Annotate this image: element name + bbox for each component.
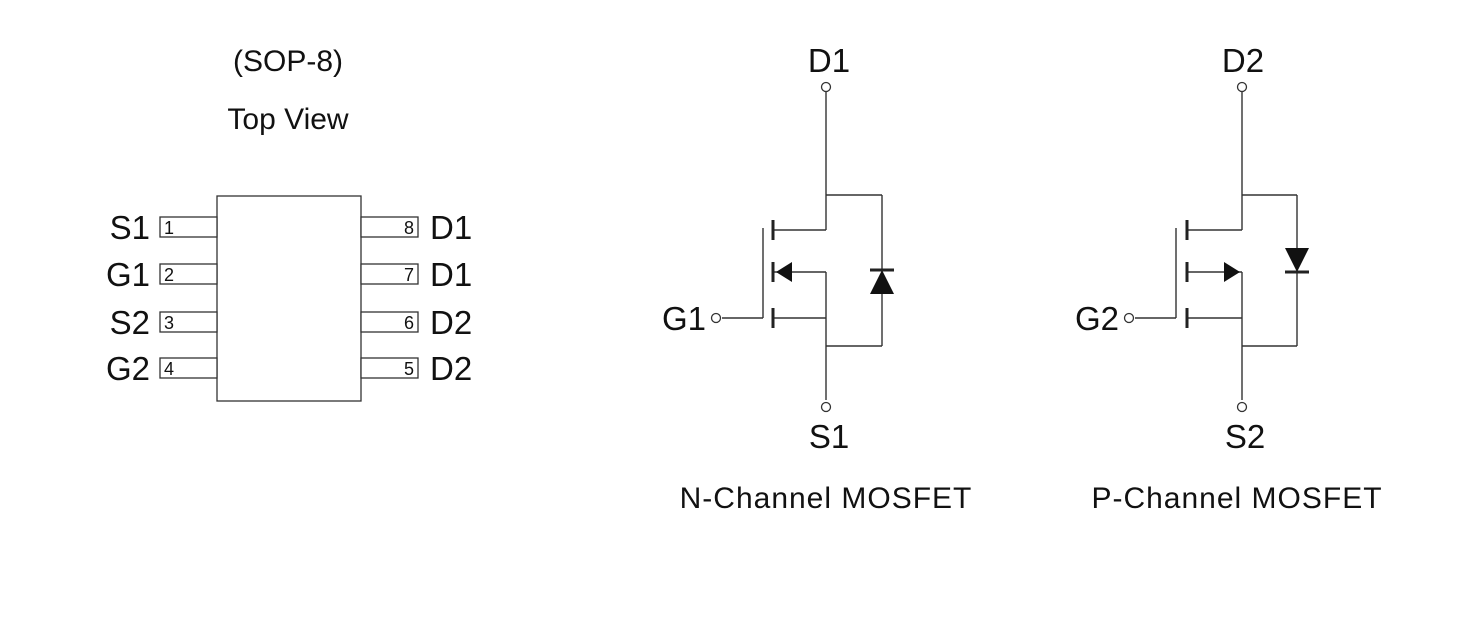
pin-3: 3 S2 xyxy=(110,304,218,341)
n-channel-mosfet: D1 G1 S1 N-Channel MOSFET xyxy=(662,42,973,515)
package-view-label: Top View xyxy=(227,103,349,136)
pin-number: 5 xyxy=(404,359,414,379)
source-terminal xyxy=(820,401,832,413)
drain-terminal xyxy=(820,81,832,93)
pin-label: S1 xyxy=(110,209,150,246)
pin-number: 6 xyxy=(404,313,414,333)
pin-number: 7 xyxy=(404,265,414,285)
pin-2: 2 G1 xyxy=(106,256,218,293)
source-terminal xyxy=(1236,401,1248,413)
pin-number: 3 xyxy=(164,313,174,333)
pin-label: D1 xyxy=(430,209,472,246)
pin-8: 8 D1 xyxy=(360,209,472,246)
sop8-package: (SOP-8) Top View 1 S1 2 G1 3 S2 4 G2 8 xyxy=(106,45,472,402)
pin-label: G1 xyxy=(106,256,150,293)
pin-label: D1 xyxy=(430,256,472,293)
pin-label: D2 xyxy=(430,304,472,341)
pin-label: D2 xyxy=(430,350,472,387)
pin-number: 1 xyxy=(164,218,174,238)
gate-label: G1 xyxy=(662,300,706,337)
pin-number: 2 xyxy=(164,265,174,285)
pin-label: G2 xyxy=(106,350,150,387)
gate-terminal xyxy=(1123,312,1135,324)
p-channel-mosfet: D2 G2 S2 P-Channel MOSFET xyxy=(1075,42,1382,515)
gate-label: G2 xyxy=(1075,300,1119,337)
pin-4: 4 G2 xyxy=(106,350,218,387)
drain-label: D1 xyxy=(808,42,850,79)
pin-5: 5 D2 xyxy=(360,350,472,387)
pin-label: S2 xyxy=(110,304,150,341)
body-diode xyxy=(1285,248,1309,272)
drain-terminal xyxy=(1236,81,1248,93)
gate-terminal xyxy=(710,312,722,324)
pin-number: 8 xyxy=(404,218,414,238)
source-label: S2 xyxy=(1225,418,1265,455)
mosfet-caption: N-Channel MOSFET xyxy=(680,482,973,515)
package-body xyxy=(216,195,362,402)
drain-label: D2 xyxy=(1222,42,1264,79)
body-arrow xyxy=(1224,262,1240,282)
pin-1: 1 S1 xyxy=(110,209,218,246)
package-name: (SOP-8) xyxy=(233,45,343,78)
pin-6: 6 D2 xyxy=(360,304,472,341)
source-label: S1 xyxy=(809,418,849,455)
pin-7: 7 D1 xyxy=(360,256,472,293)
body-arrow xyxy=(776,262,792,282)
body-diode xyxy=(870,270,894,294)
pin-number: 4 xyxy=(164,359,174,379)
mosfet-caption: P-Channel MOSFET xyxy=(1091,482,1382,515)
